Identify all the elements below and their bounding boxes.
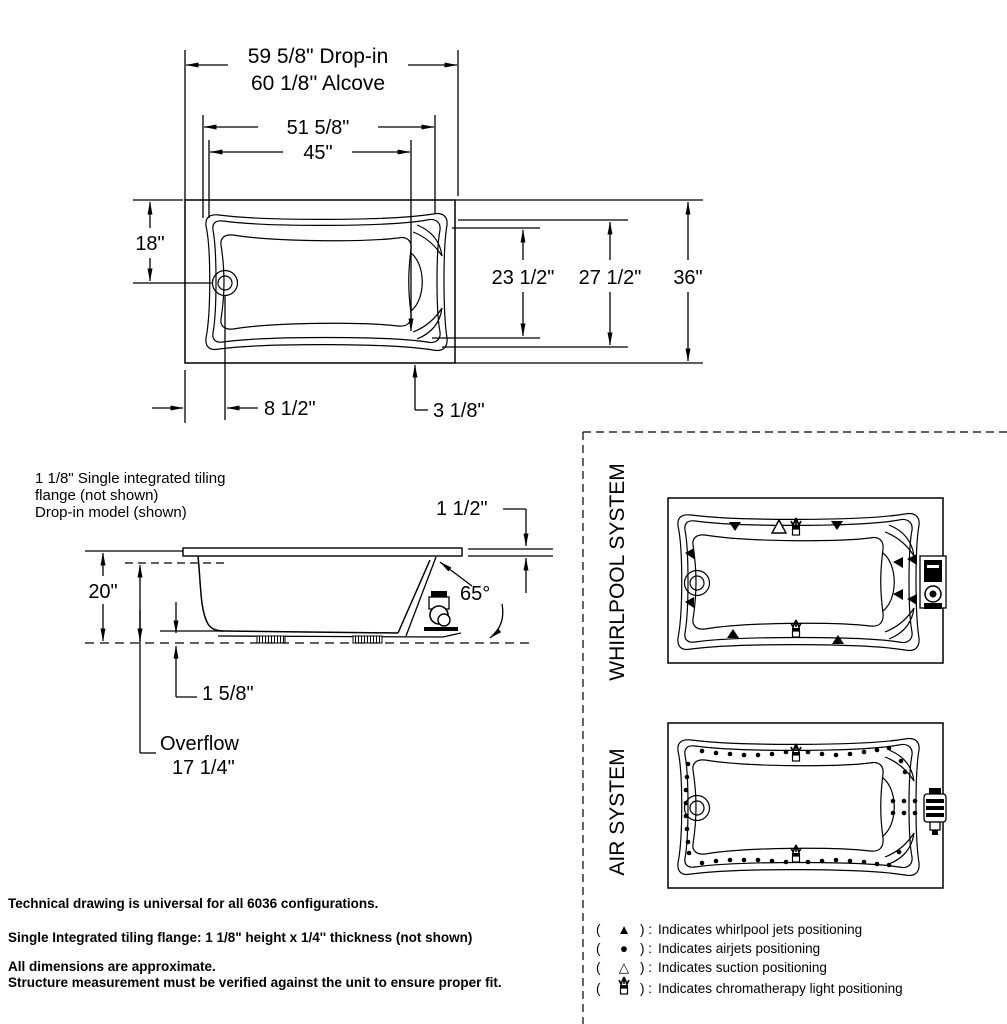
dim-rim-width: 51 5/8" [287, 117, 350, 139]
side-view-drawing [85, 547, 553, 644]
legend-open: ( [596, 941, 601, 956]
chromatherapy-light-icon [790, 517, 802, 536]
dim-overall-length: 36" [673, 267, 702, 289]
note-verify: Structure measurement must be verified a… [8, 975, 502, 990]
chromatherapy-light-icon [618, 976, 630, 995]
flange-note-line1: 1 1/8" Single integrated tiling [35, 470, 225, 487]
note-flange: Single Integrated tiling flange: 1 1/8" … [8, 930, 472, 945]
whirlpool-jet-icon: ▲ [617, 922, 630, 937]
side-view-notes: 1 1/8" Single integrated tiling flange (… [35, 470, 225, 521]
dim-basin-length: 23 1/2" [492, 267, 555, 289]
legend-close: ) : [640, 941, 652, 956]
legend-whirlpool-jets-text: Indicates whirlpool jets positioning [658, 922, 862, 937]
dim-height: 20" [88, 581, 117, 603]
note-approximate: All dimensions are approximate. [8, 959, 216, 974]
dim-drain-from-left: 8 1/2" [264, 398, 316, 420]
legend-chromatherapy-text: Indicates chromatherapy light positionin… [658, 981, 903, 996]
dim-width-alcove: 60 1/8'' Alcove [251, 72, 385, 95]
dim-deck-thickness: 1 1/2" [436, 498, 488, 520]
airjet-dot-icons [683, 745, 918, 868]
legend-open: ( [596, 960, 601, 975]
flange-note-line2: flange (not shown) [35, 487, 158, 504]
top-view-dimensions: 59 5/8" Drop-in 60 1/8'' Alcove 51 5/8" … [133, 45, 703, 423]
suction-icon: △ [619, 960, 630, 975]
dim-basin-width: 45" [303, 142, 332, 164]
legend-close: ) : [640, 922, 652, 937]
chromatherapy-light-icon [790, 743, 802, 762]
chromatherapy-light-icon [790, 619, 802, 638]
side-view-pump-icon [424, 591, 458, 631]
systems-panel: WHIRLPOOL SYSTEM AIR SYSTEM [582, 431, 1007, 1024]
suction-icon [770, 518, 788, 534]
dim-wall-angle: 65° [460, 583, 490, 605]
overflow-value: 17 1/4" [172, 757, 235, 779]
flange-note-line3: Drop-in model (shown) [35, 504, 187, 521]
air-diagram [667, 722, 947, 889]
legend-airjets-text: Indicates airjets positioning [658, 941, 820, 956]
side-view-dimensions: 1 1/2" 20" Overflow 17 1/4" 1 5/8" 65° [88, 498, 529, 779]
whirlpool-jet-icons [685, 521, 917, 644]
notes-block: Technical drawing is universal for all 6… [8, 896, 502, 990]
whirlpool-diagram [667, 497, 947, 664]
dim-drain-from-top: 18" [135, 233, 164, 255]
chromatherapy-light-icon [790, 844, 802, 863]
legend-open: ( [596, 981, 601, 996]
airjet-icon: ● [620, 941, 628, 956]
legend-close: ) : [640, 981, 652, 996]
dim-rim-length: 27 1/2" [579, 267, 642, 289]
whirlpool-pump-icon [919, 555, 947, 609]
dim-base-offset: 1 5/8" [202, 683, 254, 705]
dim-width-dropin: 59 5/8" Drop-in [248, 45, 389, 68]
legend-suction-text: Indicates suction positioning [658, 960, 827, 975]
overflow-label: Overflow [160, 733, 239, 755]
systems-legend: ( ▲ ) : Indicates whirlpool jets positio… [596, 922, 903, 996]
air-blower-icon [923, 788, 947, 835]
whirlpool-system-title: WHIRLPOOL SYSTEM [606, 463, 629, 680]
legend-open: ( [596, 922, 601, 937]
note-universal: Technical drawing is universal for all 6… [8, 896, 378, 911]
legend-close: ) : [640, 960, 652, 975]
top-view-drawing [184, 199, 456, 364]
dim-end-offset: 3 1/8" [433, 400, 485, 422]
air-system-title: AIR SYSTEM [606, 748, 629, 875]
